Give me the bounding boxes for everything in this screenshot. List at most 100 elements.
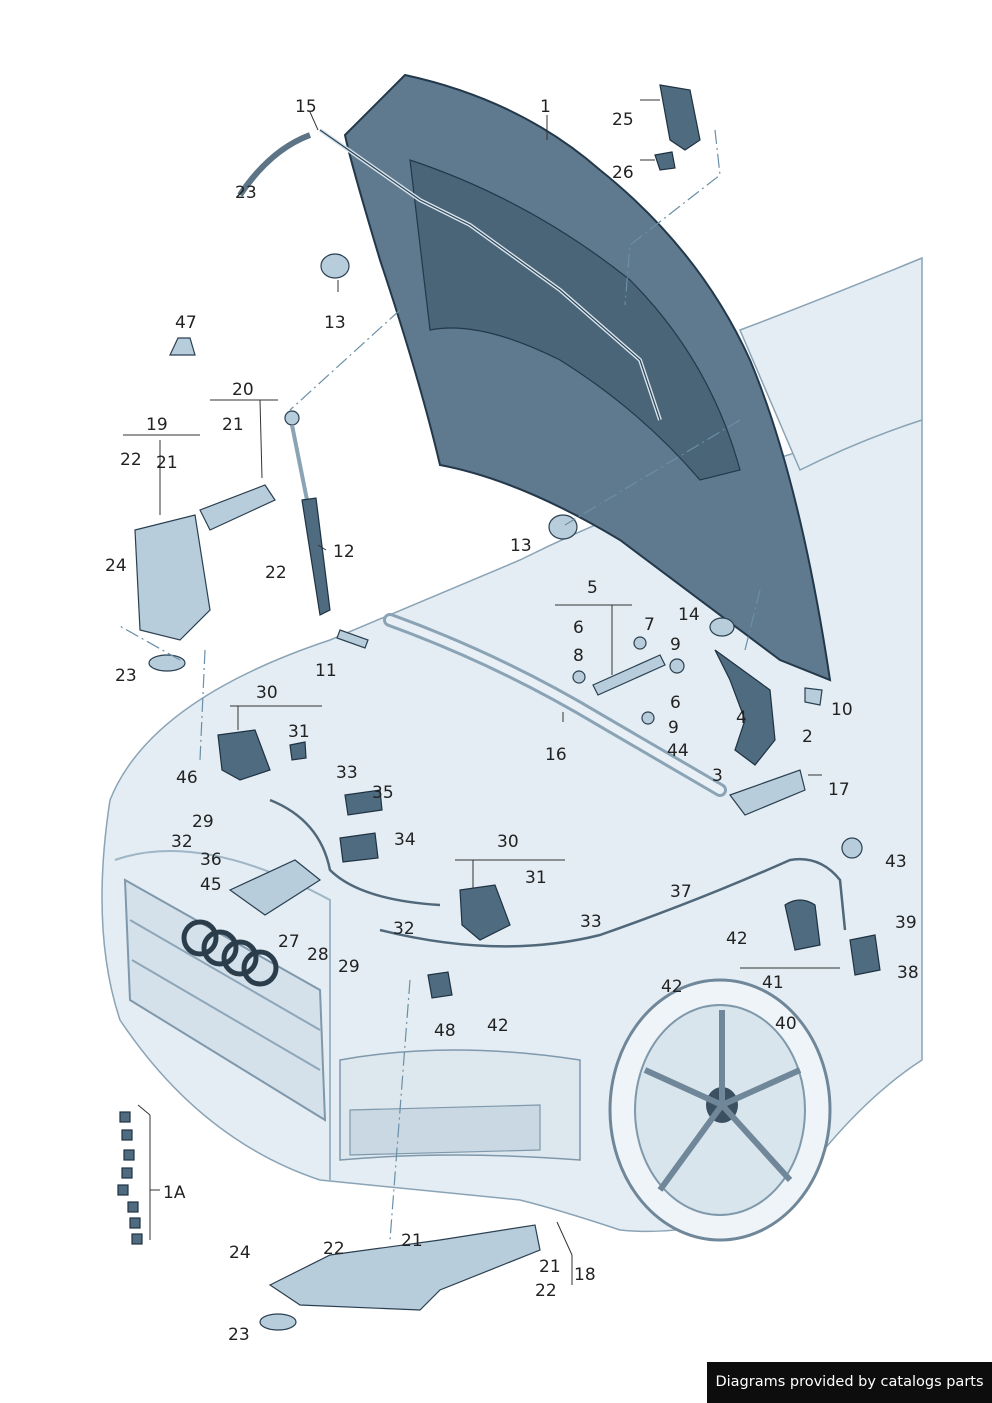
label-23-b: 23 [115, 666, 137, 686]
label-41: 41 [762, 973, 784, 993]
label-42-a: 42 [726, 929, 748, 949]
bracket-part-19 [134, 514, 211, 641]
part-number-labels: 1 15 25 26 23 13 47 20 19 21 22 21 12 22… [105, 97, 919, 1345]
label-35: 35 [372, 783, 394, 803]
label-13-upper: 13 [324, 313, 346, 333]
label-45: 45 [200, 875, 222, 895]
label-29-b: 29 [338, 957, 360, 977]
label-12: 12 [333, 542, 355, 562]
label-19: 19 [146, 415, 168, 435]
label-37: 37 [670, 882, 692, 902]
label-24-a: 24 [105, 556, 127, 576]
undertray-part-18 [268, 1224, 541, 1311]
bracket-part-17 [729, 769, 806, 816]
connector-part-31-left [289, 741, 307, 761]
clip-part-38 [849, 934, 881, 976]
lock-part-30-right [459, 884, 511, 941]
label-10: 10 [831, 700, 853, 720]
label-39: 39 [895, 913, 917, 933]
label-4: 4 [736, 708, 747, 728]
clip-part-10 [804, 687, 823, 706]
label-44: 44 [667, 741, 689, 761]
buffer-part-13-upper [320, 253, 350, 279]
label-30-a: 30 [256, 683, 278, 703]
label-32-a: 32 [171, 832, 193, 852]
label-8: 8 [573, 646, 584, 666]
cable-part-37 [379, 857, 847, 948]
label-33-a: 33 [336, 763, 358, 783]
label-31-b: 31 [525, 868, 547, 888]
hood-seal-strip [237, 132, 312, 197]
label-25: 25 [612, 110, 634, 130]
label-15: 15 [295, 97, 317, 117]
label-23-top: 23 [235, 183, 257, 203]
assembly-lines [117, 129, 761, 1241]
label-28: 28 [307, 945, 329, 965]
label-5: 5 [587, 578, 598, 598]
washer-part-23-upper [148, 654, 186, 672]
label-27: 27 [278, 932, 300, 952]
label-21-a: 21 [222, 415, 244, 435]
label-22-b: 22 [265, 563, 287, 583]
label-42-b: 42 [661, 977, 683, 997]
label-17: 17 [828, 780, 850, 800]
label-24-b: 24 [229, 1243, 251, 1263]
label-33-b: 33 [580, 912, 602, 932]
bracket-part-20 [199, 484, 276, 531]
label-9-b: 9 [668, 718, 679, 738]
nut-part-26 [654, 151, 676, 171]
label-22-d: 22 [535, 1281, 557, 1301]
lever-part-34 [339, 832, 379, 863]
fastener-set-part-1A [117, 1111, 143, 1245]
label-38: 38 [897, 963, 919, 983]
pin-part-11 [336, 629, 369, 649]
hood-bracket-part-25 [659, 84, 701, 151]
holder-part-48 [427, 971, 453, 999]
grommet-part-14 [709, 617, 735, 637]
label-40: 40 [775, 1014, 797, 1034]
label-3: 3 [712, 766, 723, 786]
credit-banner: Diagrams provided by catalogs parts [707, 1362, 992, 1403]
label-22-c: 22 [323, 1239, 345, 1259]
hinge-part-2 [714, 649, 776, 766]
plug-part-43 [841, 837, 863, 859]
label-21-d: 21 [539, 1257, 561, 1277]
label-29-a: 29 [192, 812, 214, 832]
front-wheel [608, 978, 832, 1242]
label-30-b: 30 [497, 832, 519, 852]
label-16: 16 [545, 745, 567, 765]
label-23-c: 23 [228, 1325, 250, 1345]
buffer-part-13-lower [548, 514, 578, 540]
label-7: 7 [644, 615, 655, 635]
strut-part-5 [572, 636, 685, 725]
label-13-lower: 13 [510, 536, 532, 556]
gas-strut-part-12 [284, 410, 331, 616]
label-31-a: 31 [288, 722, 310, 742]
bracket-part-41 [784, 899, 821, 951]
label-21-c: 21 [401, 1231, 423, 1251]
label-1: 1 [540, 97, 551, 117]
washer-part-23-lower [259, 1313, 297, 1331]
label-48: 48 [434, 1021, 456, 1041]
label-42-c: 42 [487, 1016, 509, 1036]
label-14: 14 [678, 605, 700, 625]
cover-part-35 [344, 789, 383, 816]
label-47: 47 [175, 313, 197, 333]
label-43: 43 [885, 852, 907, 872]
label-6-b: 6 [670, 693, 681, 713]
label-11: 11 [315, 661, 337, 681]
label-20: 20 [232, 380, 254, 400]
label-2: 2 [802, 727, 813, 747]
label-6-a: 6 [573, 618, 584, 638]
brand-rings-emblem [181, 919, 279, 987]
lock-part-30-left [217, 729, 271, 781]
label-22-a: 22 [120, 450, 142, 470]
hood-panel [318, 73, 832, 682]
label-1A: 1A [163, 1183, 186, 1203]
label-34: 34 [394, 830, 416, 850]
label-18: 18 [574, 1265, 596, 1285]
leader-lines [123, 99, 840, 1285]
label-46: 46 [176, 768, 198, 788]
label-21-b: 21 [156, 453, 178, 473]
label-32-b: 32 [393, 919, 415, 939]
